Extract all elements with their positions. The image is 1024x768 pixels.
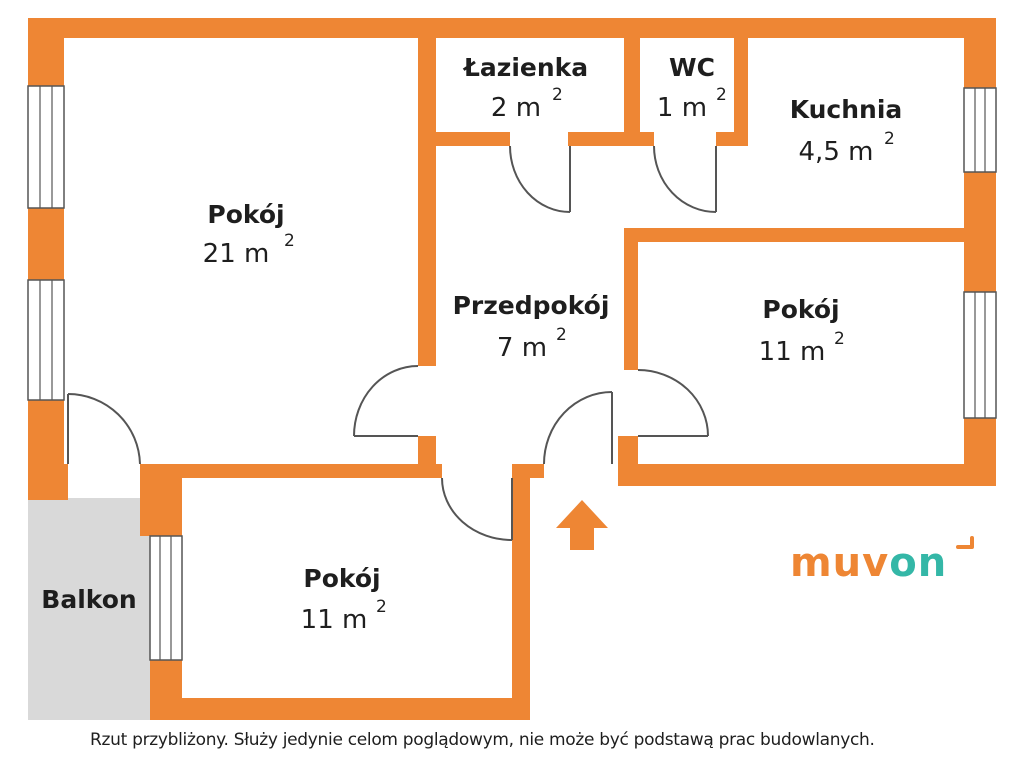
room-area: 11 m — [759, 337, 826, 367]
room-area-sup: 2 — [376, 597, 387, 617]
doors — [67, 145, 717, 541]
wall-wc-bottom-right — [716, 132, 748, 146]
walls — [28, 18, 996, 720]
wall-room21-right — [418, 18, 436, 366]
room-name: Balkon — [41, 585, 136, 614]
room-name: Pokój — [207, 200, 284, 229]
wall-corridor-bottom — [512, 464, 544, 478]
room-name: Przedpokój — [453, 291, 610, 320]
room-label-wc: WC 1 m 2 — [657, 53, 727, 123]
room-label-lazienka: Łazienka 2 m 2 — [462, 53, 588, 123]
window-bottom-room — [149, 535, 183, 661]
wall-room21-bottom-l — [28, 464, 68, 500]
room-area-sup: 2 — [884, 129, 895, 149]
room-area: 11 m — [301, 605, 368, 635]
door-balcony — [67, 393, 141, 465]
wall-bath-bottom-right — [568, 132, 654, 146]
wall-bottom-room-right — [512, 476, 530, 720]
windows — [27, 85, 997, 661]
logo-text-primary: muv — [790, 540, 889, 586]
window-right-2 — [963, 291, 997, 419]
wall-bottom-room-left — [140, 464, 182, 536]
room-label-kuchnia: Kuchnia 4,5 m 2 — [790, 95, 903, 167]
room-label-balkon: Balkon — [41, 585, 136, 614]
room-name: WC — [669, 53, 715, 82]
door-bathroom — [509, 145, 571, 213]
room-area-sup: 2 — [716, 85, 727, 105]
door-entrance — [543, 391, 613, 465]
window-right-1 — [963, 87, 997, 173]
door-bottom-room — [441, 477, 513, 541]
room-area: 4,5 m — [799, 137, 874, 167]
svg-text:muvon: muvon — [790, 540, 947, 586]
arrow-corner-icon — [956, 536, 974, 549]
room-area: 21 m — [203, 239, 270, 269]
wall-bottom-room-top — [418, 464, 442, 478]
wall-room21-right-low — [418, 436, 436, 466]
entrance-arrow-icon — [556, 500, 608, 550]
wall-left-top — [28, 18, 64, 86]
door-right-room — [637, 369, 709, 437]
window-left-1 — [27, 85, 65, 209]
wall-wc-right — [734, 18, 748, 146]
brand-logo: muvon — [790, 536, 974, 586]
room-name: Łazienka — [462, 53, 588, 82]
wall-bath-bottom-left — [418, 132, 510, 146]
room-name: Kuchnia — [790, 95, 903, 124]
wall-right-bottom-post — [618, 436, 638, 486]
room-label-pokoj-11-bottom: Pokój 11 m 2 — [301, 564, 387, 635]
door-wc — [653, 145, 717, 213]
room-area: 1 m — [657, 93, 707, 123]
window-left-2 — [27, 279, 65, 401]
room-area-sup: 2 — [556, 325, 567, 345]
wall-right-room-left — [624, 228, 638, 370]
room-area: 2 m — [491, 93, 541, 123]
room-area-sup: 2 — [552, 85, 563, 105]
wall-bottom-room-bottom — [150, 698, 530, 720]
disclaimer-text: Rzut przybliżony. Służy jedynie celom po… — [90, 730, 875, 750]
room-area: 7 m — [497, 333, 547, 363]
wall-right-top — [964, 18, 996, 88]
logo-text-accent: on — [889, 540, 947, 586]
room-area-sup: 2 — [834, 329, 845, 349]
room-name: Pokój — [303, 564, 380, 593]
door-room21 — [353, 365, 419, 437]
wall-left-mid — [28, 208, 64, 280]
wall-room21-bottom — [140, 464, 436, 478]
balcony-area — [28, 498, 150, 720]
wall-top — [28, 18, 996, 38]
room-name: Pokój — [762, 295, 839, 324]
room-label-pokoj-11-right: Pokój 11 m 2 — [759, 295, 845, 367]
wall-bath-wc — [624, 18, 640, 146]
room-label-przedpokoj: Przedpokój 7 m 2 — [453, 291, 610, 363]
room-area-sup: 2 — [284, 231, 295, 251]
room-label-pokoj-21: Pokój 21 m 2 — [203, 200, 295, 269]
wall-right-room-top — [624, 228, 996, 242]
wall-right-bottom — [618, 464, 996, 486]
